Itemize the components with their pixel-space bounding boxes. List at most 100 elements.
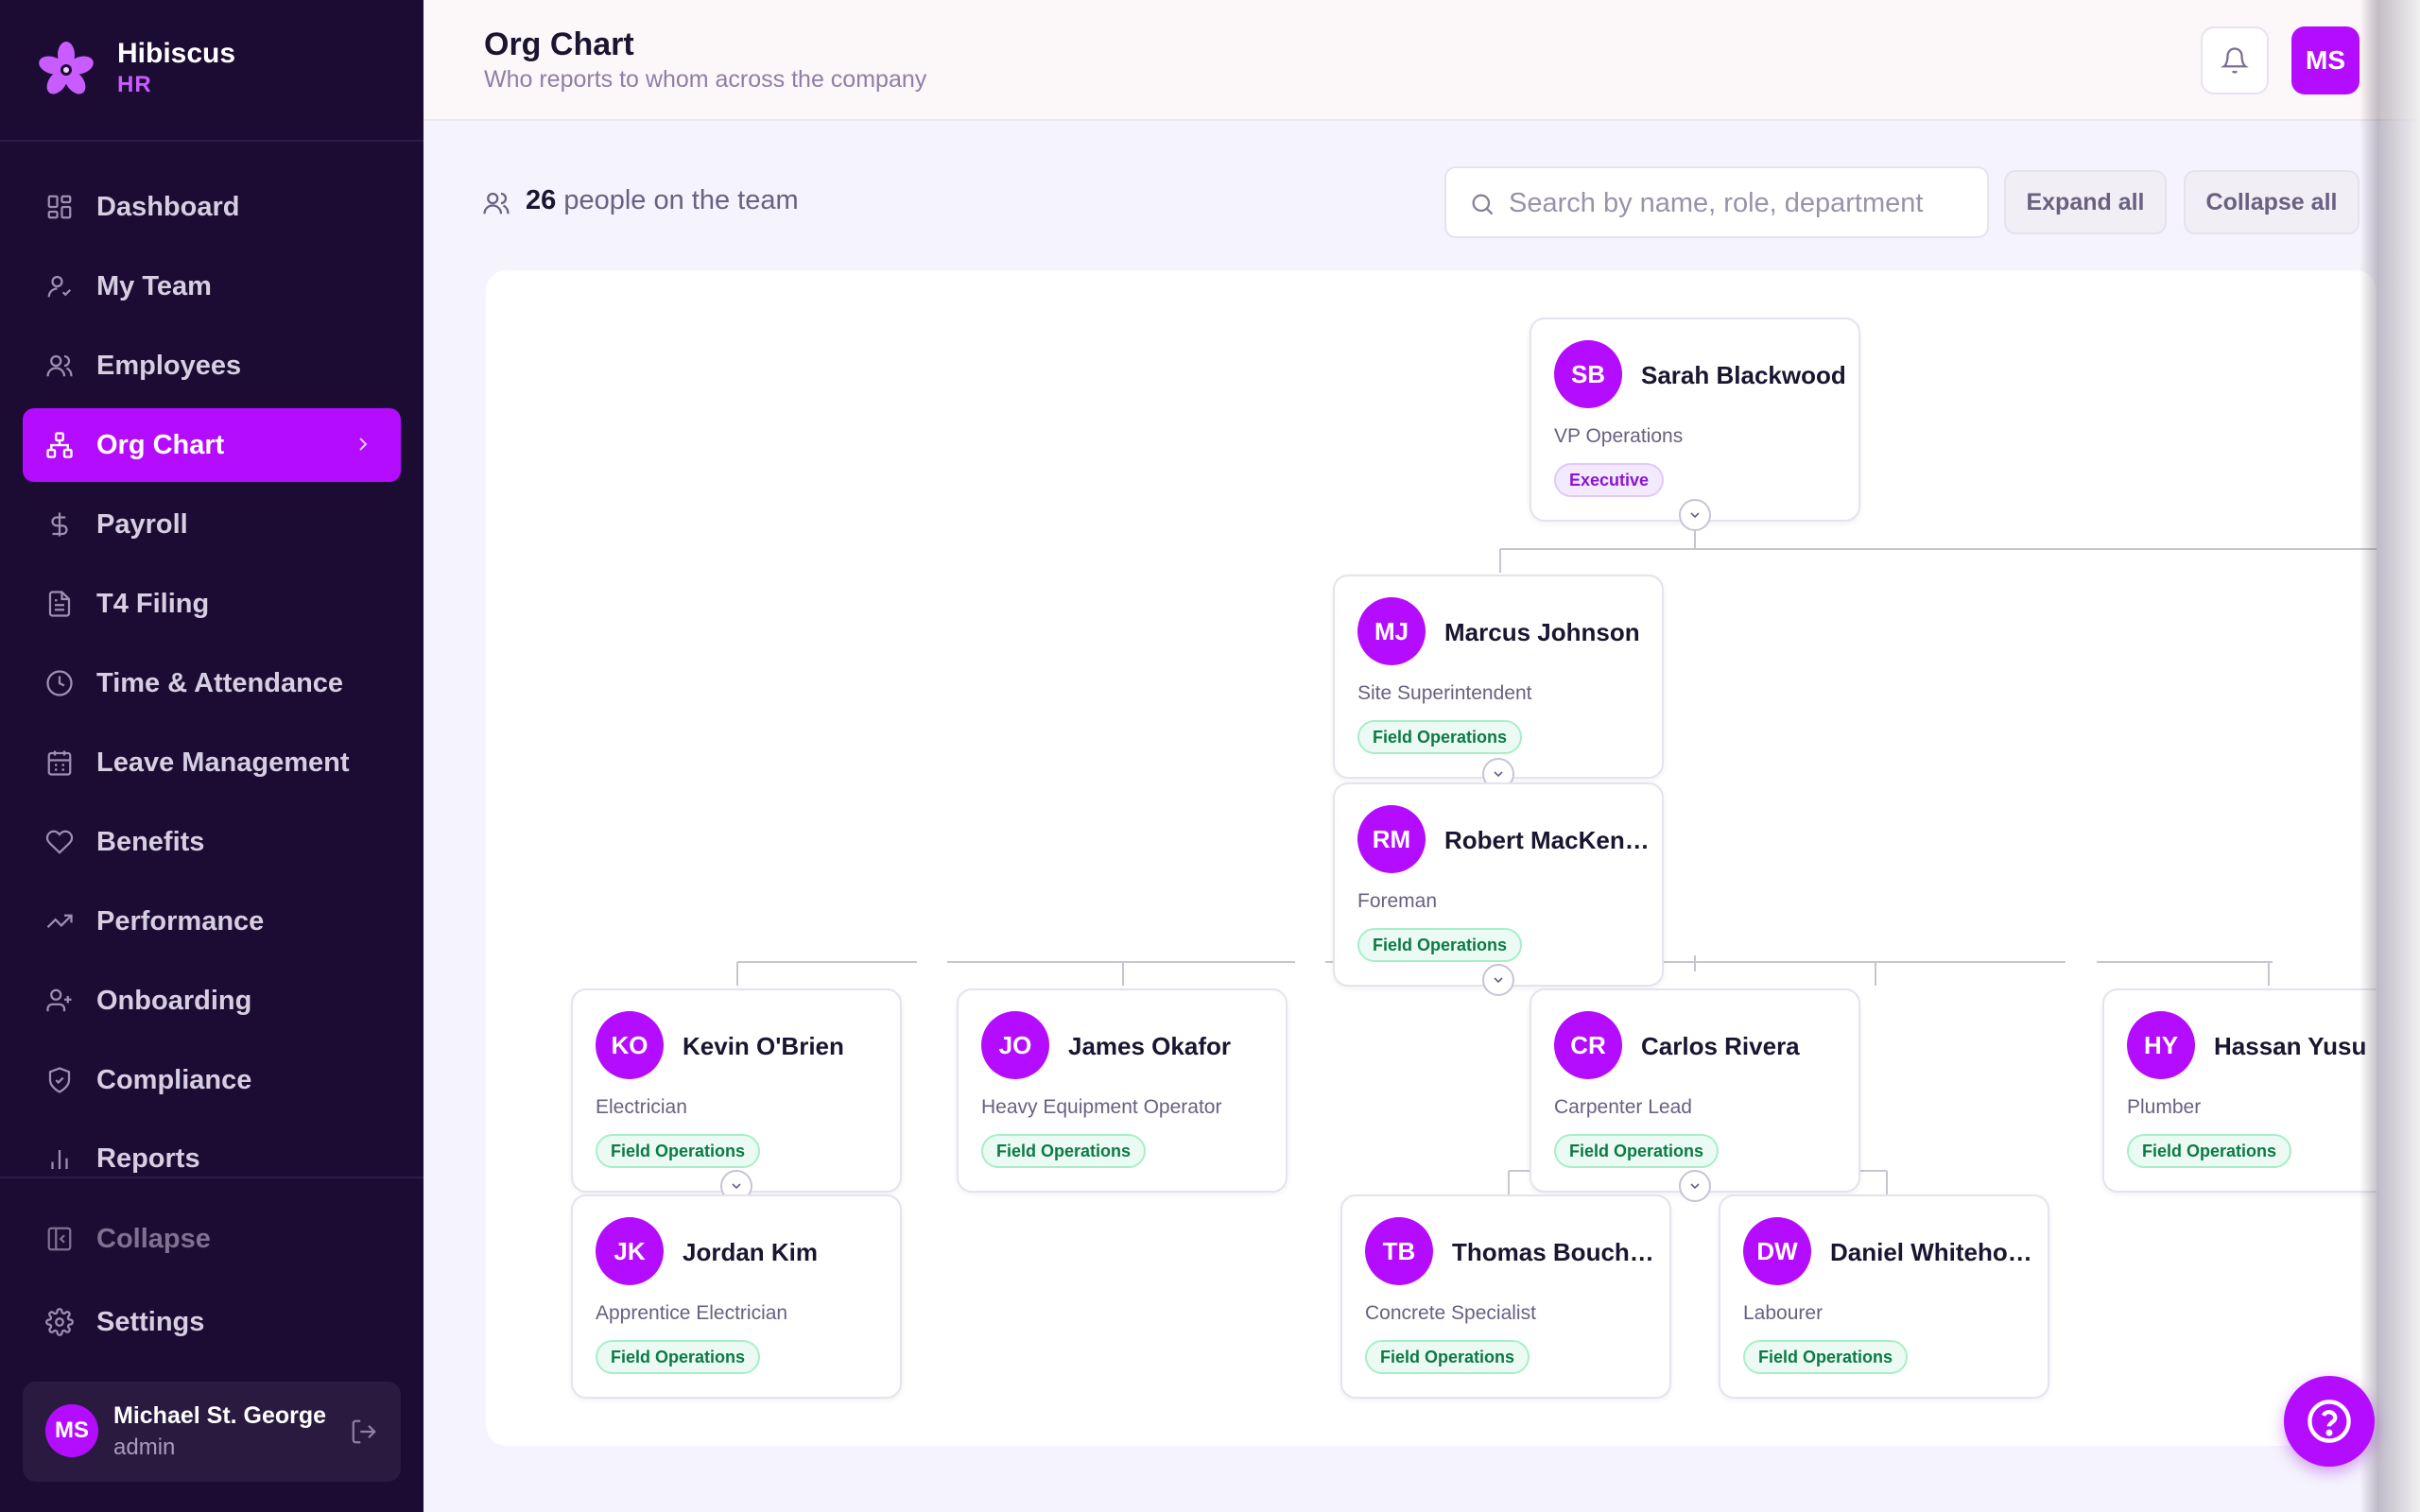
search-input[interactable]	[1509, 181, 1972, 225]
employee-role: Concrete Specialist	[1365, 1302, 1536, 1324]
avatar: JK	[596, 1217, 664, 1285]
employee-role: Electrician	[596, 1096, 687, 1118]
team-count-label: people on the team	[563, 185, 799, 215]
org-card-james-okafor[interactable]: JO James Okafor Heavy Equipment Operator…	[957, 988, 1288, 1193]
org-card-jordan-kim[interactable]: JK Jordan Kim Apprentice Electrician Fie…	[571, 1194, 902, 1399]
gear-icon	[45, 1308, 74, 1336]
panel-left-icon	[47, 1227, 72, 1251]
department-badge: Field Operations	[1357, 928, 1523, 962]
document-icon	[48, 591, 71, 617]
my-team-icon	[47, 275, 72, 298]
sidebar-item-my-team[interactable]: My Team	[23, 249, 401, 323]
page-title: Org Chart	[484, 26, 634, 62]
org-card-carlos-rivera[interactable]: CR Carlos Rivera Carpenter Lead Field Op…	[1530, 988, 1860, 1193]
sidebar-item-label: Settings	[96, 1306, 205, 1337]
sidebar-item-label: Dashboard	[96, 191, 240, 222]
hibiscus-logo-icon	[39, 42, 94, 94]
employee-name: Robert MacKen…	[1444, 826, 1650, 854]
employee-role: Carpenter Lead	[1554, 1096, 1692, 1118]
logout-icon[interactable]	[350, 1418, 378, 1446]
sidebar-divider	[0, 1177, 424, 1178]
page-header: Org Chart Who reports to whom across the…	[424, 0, 2420, 121]
header-avatar-button[interactable]: MS	[2291, 26, 2360, 94]
sidebar-item-label: Leave Management	[96, 747, 350, 778]
employee-role: Labourer	[1743, 1302, 1824, 1324]
org-card-kevin-obrien[interactable]: KO Kevin O'Brien Electrician Field Opera…	[571, 988, 902, 1193]
avatar: DW	[1743, 1217, 1811, 1285]
collapse-toggle-button[interactable]	[1679, 499, 1711, 531]
department-badge: Field Operations	[981, 1134, 1147, 1168]
org-chart-canvas: SB Sarah Blackwood VP Operations Executi…	[486, 270, 2377, 1446]
sidebar-item-performance[interactable]: Performance	[23, 885, 401, 958]
sidebar-collapse-button[interactable]: Collapse	[23, 1202, 401, 1276]
employee-role: Plumber	[2127, 1096, 2202, 1118]
sidebar-item-time-attendance[interactable]: Time & Attendance	[23, 646, 401, 720]
chevron-down-icon	[1690, 1183, 1700, 1190]
collapse-toggle-button[interactable]	[1482, 964, 1514, 996]
department-badge: Field Operations	[596, 1134, 761, 1168]
employee-role: Foreman	[1357, 890, 1438, 912]
employee-name: Thomas Bouch…	[1452, 1238, 1654, 1266]
avatar: MS	[45, 1404, 98, 1457]
sidebar-item-label: T4 Filing	[96, 588, 210, 619]
main-nav: Dashboard My Team Employees Org Chart Pa…	[23, 170, 401, 1191]
help-button[interactable]	[2284, 1376, 2375, 1467]
sidebar-item-payroll[interactable]: Payroll	[23, 488, 401, 561]
sidebar-item-label: Performance	[96, 905, 265, 936]
brand: Hibiscus HR	[0, 0, 424, 142]
avatar: CR	[1554, 1011, 1622, 1079]
people-icon	[483, 192, 510, 215]
sidebar-item-label: Org Chart	[96, 429, 225, 460]
sidebar-item-benefits[interactable]: Benefits	[23, 805, 401, 879]
clock-icon	[46, 670, 73, 696]
sidebar-item-t4-filing[interactable]: T4 Filing	[23, 567, 401, 641]
employee-role: Site Superintendent	[1357, 682, 1532, 704]
department-badge: Field Operations	[1365, 1340, 1530, 1374]
sidebar-item-label: Benefits	[96, 826, 205, 857]
question-mark-icon	[2308, 1400, 2351, 1443]
sidebar-item-label: Reports	[96, 1143, 200, 1174]
chevron-down-icon	[1494, 771, 1503, 778]
sidebar-item-label: My Team	[96, 270, 212, 301]
user-card: MS Michael St. George admin	[23, 1382, 401, 1482]
employee-name: Carlos Rivera	[1641, 1032, 1800, 1060]
org-card-thomas-boucher[interactable]: TB Thomas Bouch… Concrete Specialist Fie…	[1340, 1194, 1671, 1399]
sidebar: Hibiscus HR Dashboard My Team Employees …	[0, 0, 424, 1512]
sidebar-item-onboarding[interactable]: Onboarding	[23, 964, 401, 1038]
notifications-button[interactable]	[2201, 26, 2269, 94]
team-count: 26 people on the team	[526, 185, 799, 216]
sidebar-item-label: Compliance	[96, 1064, 252, 1095]
sidebar-item-compliance[interactable]: Compliance	[23, 1043, 401, 1117]
sidebar-item-leave-management[interactable]: Leave Management	[23, 726, 401, 799]
sidebar-footer-nav: Collapse Settings	[23, 1202, 401, 1365]
sidebar-item-label: Employees	[96, 350, 242, 381]
employees-icon	[46, 354, 73, 377]
sidebar-item-org-chart[interactable]: Org Chart	[23, 408, 401, 482]
org-card-robert-mackenzie[interactable]: RM Robert MacKen… Foreman Field Operatio…	[1333, 782, 1664, 987]
avatar: KO	[596, 1011, 664, 1079]
collapse-all-button[interactable]: Collapse all	[2184, 170, 2360, 234]
search-box	[1444, 166, 1989, 238]
sidebar-item-employees[interactable]: Employees	[23, 329, 401, 403]
org-card-sarah-blackwood[interactable]: SB Sarah Blackwood VP Operations Executi…	[1530, 318, 1860, 522]
sidebar-item-settings[interactable]: Settings	[23, 1285, 401, 1359]
heart-icon	[45, 830, 74, 854]
expand-all-button[interactable]: Expand all	[2004, 170, 2167, 234]
collapse-toggle-button[interactable]	[1679, 1170, 1711, 1202]
user-name: Michael St. George	[113, 1402, 327, 1429]
brand-subtitle: HR	[117, 72, 152, 97]
org-card-marcus-johnson[interactable]: MJ Marcus Johnson Site Superintendent Fi…	[1333, 575, 1664, 779]
sidebar-item-dashboard[interactable]: Dashboard	[23, 170, 401, 244]
avatar: TB	[1365, 1217, 1433, 1285]
sidebar-item-label: Onboarding	[96, 985, 252, 1016]
org-card-hassan-yusuf[interactable]: HY Hassan Yusu Plumber Field Operations	[2102, 988, 2377, 1193]
sidebar-item-reports[interactable]: Reports	[23, 1123, 401, 1185]
brand-name: Hibiscus	[117, 38, 236, 69]
employee-name: Sarah Blackwood	[1641, 361, 1846, 389]
employee-role: Heavy Equipment Operator	[981, 1096, 1222, 1118]
employee-name: Kevin O'Brien	[683, 1032, 844, 1060]
chevron-down-icon	[1690, 512, 1700, 519]
avatar: HY	[2127, 1011, 2195, 1079]
org-card-daniel-whitehouse[interactable]: DW Daniel Whiteho… Labourer Field Operat…	[1719, 1194, 2049, 1399]
scroll-edge-shadow	[2360, 0, 2420, 1512]
